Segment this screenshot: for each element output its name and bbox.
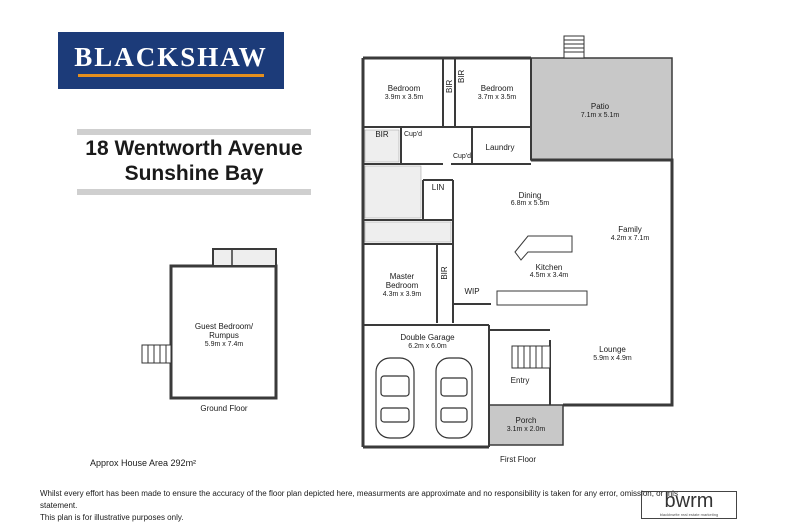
address-rule-bottom: [77, 189, 311, 195]
disclaimer-line-2: This plan is for illustrative purposes o…: [40, 513, 184, 522]
stairs-entry: [511, 345, 551, 369]
interior-walls: [363, 58, 551, 447]
room-patio: Patio: [590, 102, 610, 111]
credit-logo: bwrm blackbwrite real estate marketing: [641, 490, 737, 519]
label-wip: WIP: [464, 287, 480, 296]
room-lounge: Lounge: [599, 345, 626, 354]
room-family-size: 4.2m x 7.1m: [610, 235, 650, 242]
room-kitchen-size: 4.5m x 3.4m: [529, 272, 569, 279]
porch-area: [488, 404, 564, 446]
room-master-bedroom-size: 4.3m x 3.9m: [382, 291, 422, 298]
label-cupd-1: Cup'd: [403, 131, 423, 138]
label-bir-1: BIR: [445, 79, 454, 93]
room-patio-size: 7.1m x 5.1m: [580, 112, 620, 119]
stairs-top: [563, 35, 585, 59]
stairs-ground: [141, 344, 172, 364]
room-master-bedroom: Master: [389, 272, 415, 281]
room-porch: Porch: [515, 416, 537, 425]
first-floor-title: First Floor: [500, 455, 536, 464]
label-cupd-2: Cup'd: [452, 153, 472, 160]
disclaimer: Whilst every effort has been made to ens…: [40, 488, 680, 524]
disclaimer-line-1: Whilst every effort has been made to ens…: [40, 489, 678, 510]
room-entry: Entry: [510, 376, 530, 385]
ground-floor-walls: [169, 248, 278, 400]
credit-name: bwrm: [664, 490, 714, 512]
toilet-tiles: [364, 129, 400, 163]
address-line-1: 18 Wentworth Avenue: [85, 137, 303, 160]
house-area: Approx House Area 292m²: [90, 458, 197, 468]
room-bedroom-2-size: 3.7m x 3.5m: [477, 94, 517, 101]
label-bir-4: BIR: [440, 266, 449, 280]
bathroom-tiles: [364, 165, 422, 219]
credit-tagline: blackbwrite real estate marketing: [659, 512, 719, 517]
room-bedroom-1: Bedroom: [387, 84, 421, 93]
ensuite-tiles: [364, 221, 452, 243]
room-kitchen: Kitchen: [535, 263, 563, 272]
brand-underline: [78, 74, 264, 77]
first-floor-walls: [361, 56, 674, 449]
room-master-bedroom-line2: Bedroom: [385, 281, 419, 290]
room-dining: Dining: [518, 191, 542, 200]
room-lounge-size: 5.9m x 4.9m: [593, 355, 632, 362]
address-rule-top: [77, 129, 311, 135]
label-laundry: Laundry: [485, 143, 515, 152]
ground-floor-title: Ground Floor: [200, 404, 248, 413]
room-double-garage: Double Garage: [400, 333, 455, 342]
room-dining-size: 6.8m x 5.5m: [510, 200, 550, 207]
kitchen-bench: [496, 235, 588, 306]
brand-logo: BLACKSHAW: [58, 32, 284, 89]
label-lin: LIN: [431, 183, 445, 192]
label-bir-2: BIR: [457, 69, 466, 83]
room-bedroom-2: Bedroom: [480, 84, 514, 93]
brand-name: BLACKSHAW: [74, 42, 268, 72]
room-guest-bedroom-line2: Rumpus: [209, 331, 239, 340]
room-bedroom-1-size: 3.9m x 3.5m: [384, 94, 424, 101]
garage-cars: [375, 357, 473, 439]
room-double-garage-size: 6.2m x 6.0m: [408, 343, 447, 350]
address-line-2: Sunshine Bay: [124, 162, 264, 185]
room-guest-bedroom: Guest Bedroom/: [194, 322, 254, 331]
room-family: Family: [618, 225, 642, 234]
label-bir-3: BIR: [375, 130, 389, 139]
room-guest-bedroom-size: 5.9m x 7.4m: [204, 341, 244, 348]
room-porch-size: 3.1m x 2.0m: [506, 426, 546, 433]
